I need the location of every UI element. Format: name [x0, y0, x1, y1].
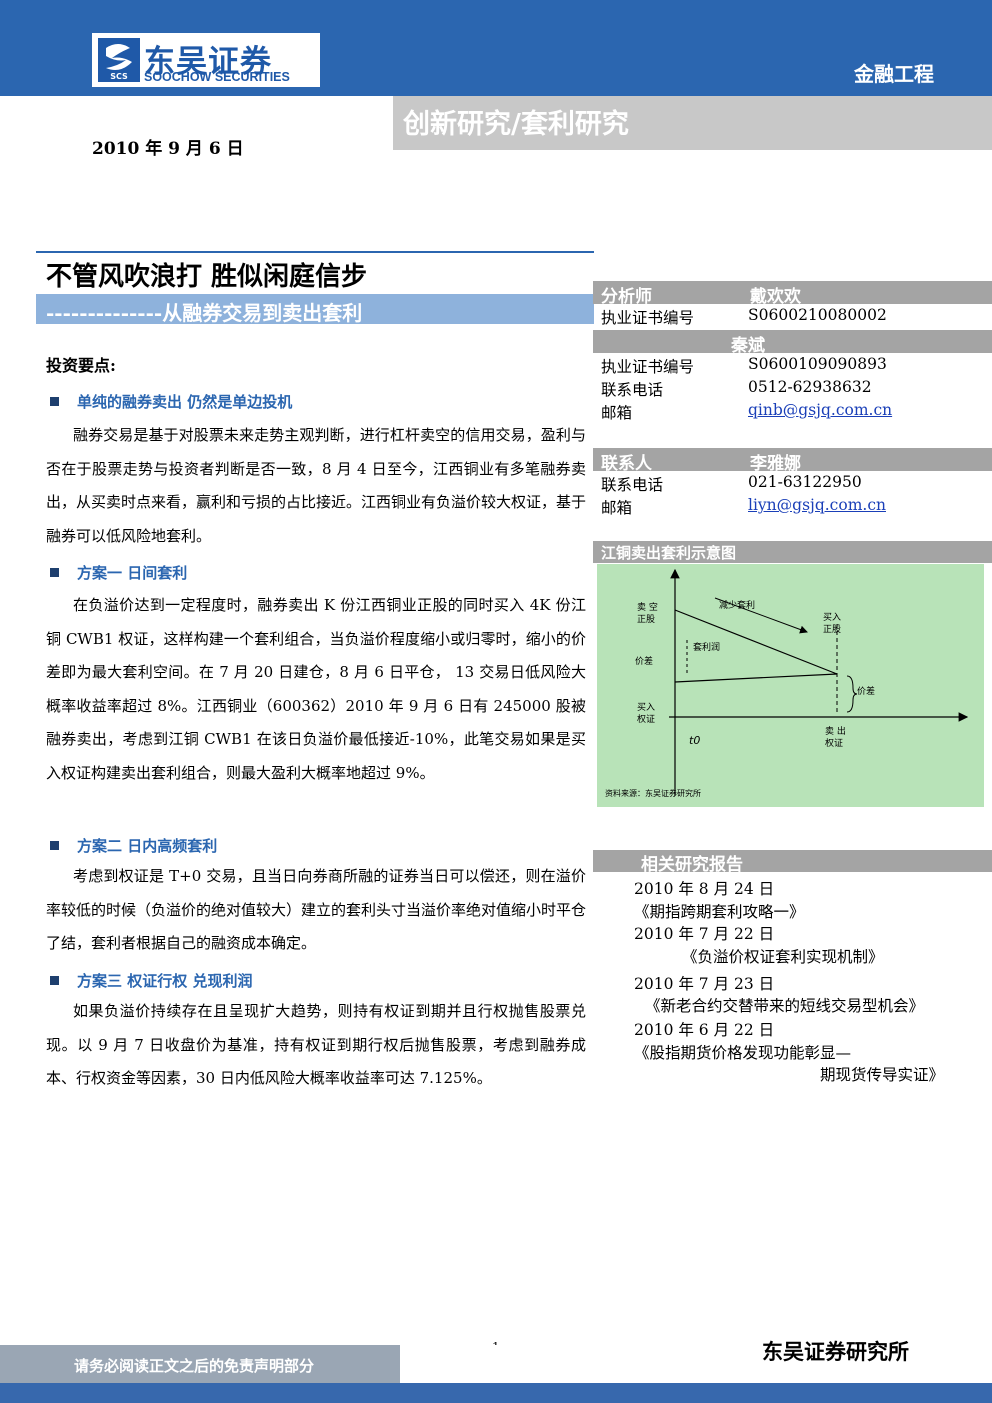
cert-number: S0600210080002: [748, 306, 887, 324]
svg-text:SCS: SCS: [110, 72, 128, 81]
label-sell-stock: 卖 空: [637, 601, 658, 613]
section-heading: 方案一 日间套利: [50, 562, 187, 583]
logo-chinese-name: 东吴证券: [144, 44, 272, 80]
phone-number: 0512-62938632: [748, 378, 872, 396]
section-paragraph: 融券交易是基于对股票未来走势主观判断，进行杠杆卖空的信用交易，盈利与否在于股票走…: [46, 426, 587, 545]
diagram-title: 江铜卖出套利示意图: [601, 544, 737, 562]
cert-label: 执业证书编号: [601, 309, 695, 327]
email-link[interactable]: qinb@gsjq.com.cn: [748, 401, 893, 419]
label-sell-warrant: 卖 出: [825, 725, 846, 737]
investment-points-heading: 投资要点:: [46, 356, 116, 375]
label-buy-stock: 买入: [823, 612, 841, 623]
label-sell-warrant-2: 权证: [825, 737, 843, 749]
spread-brace: [846, 675, 858, 713]
related-reports-header: 相关研究报告: [593, 850, 992, 875]
section-paragraph: 在负溢价达到一定程度时，融券卖出 K 份江西铜业正股的同时买入 4K 份江铜 C…: [46, 596, 586, 782]
bullet-square-icon: [50, 397, 59, 406]
related-date: 2010 年 7 月 23 日: [634, 975, 775, 993]
contact-header: 联系人 李雅娜: [593, 448, 992, 474]
related-title[interactable]: 《期指跨期套利攻略一》: [634, 903, 805, 921]
label-buy-warrant: 买入: [637, 702, 655, 713]
bullet-square-icon: [50, 841, 59, 850]
label-profit: 套利润: [693, 641, 720, 653]
subtitle-bar: --------------从融券交易到卖出套利: [36, 294, 594, 325]
analyst-header: 分析师 戴欢欢: [593, 281, 992, 307]
section-heading: 方案三 权证行权 兑现利润: [50, 970, 252, 991]
phone-label: 联系电话: [601, 476, 664, 494]
report-category: 金融工程: [854, 62, 934, 86]
related-title[interactable]: 《新老合约交替带来的短线交易型机会》: [645, 997, 925, 1015]
related-date: 2010 年 7 月 22 日: [634, 925, 775, 943]
section-paragraph: 如果负溢价持续存在且呈现扩大趋势，则持有权证到期并且行权抛售股票兑现。以 9 月…: [46, 1002, 586, 1087]
stock-line: [674, 609, 838, 675]
analyst-name: 秦斌: [731, 336, 765, 356]
label-buy-warrant-2: 权证: [637, 713, 655, 725]
phone-number: 021-63122950: [748, 473, 862, 491]
bullet-square-icon: [50, 568, 59, 577]
email-label: 邮箱: [601, 499, 633, 517]
related-title[interactable]: 《负溢价权证套利实现机制》: [682, 948, 884, 966]
analyst-label: 分析师: [601, 287, 652, 307]
related-date: 2010 年 8 月 24 日: [634, 880, 775, 898]
contact-label: 联系人: [601, 454, 652, 474]
related-title[interactable]: 《股指期货价格发现功能彰显—: [634, 1044, 852, 1062]
title-divider: [36, 251, 594, 253]
diagram-header: 江铜卖出套利示意图: [593, 541, 992, 563]
bullet-square-icon: [50, 976, 59, 985]
reduce-arrow: [714, 597, 808, 634]
label-spread-right: 价差: [857, 685, 875, 697]
section-heading: 单纯的融券卖出 仍然是单边投机: [50, 391, 292, 412]
warrant-line: [674, 673, 838, 683]
footer-white-area: [400, 1345, 992, 1383]
label-spread-left: 价差: [635, 655, 653, 667]
related-reports-title: 相关研究报告: [641, 855, 743, 875]
topic-banner: 创新研究/套利研究: [393, 96, 992, 150]
cert-label: 执业证书编号: [601, 358, 695, 376]
label-t0: t0: [689, 734, 700, 747]
phone-label: 联系电话: [601, 381, 664, 399]
section-heading: 方案二 日内高频套利: [50, 835, 217, 856]
analyst-name: 戴欢欢: [750, 287, 801, 307]
label-reduce: 减少套利: [719, 599, 755, 611]
logo-emblem-icon: SCS: [98, 38, 140, 82]
contact-name: 李雅娜: [750, 454, 801, 474]
disclaimer-box: 请务必阅读正文之后的免责声明部分: [0, 1345, 400, 1383]
arbitrage-diagram-svg: 卖 空 正股 减少套利 买入 正股 套利润 价差 价差 买入 权证 卖 出 权证…: [605, 568, 969, 798]
company-logo: SCS 东吴证券 SOOCHOW SECURITIES: [92, 33, 320, 87]
footer-bar: 请务必阅读正文之后的免责声明部分: [0, 1345, 992, 1403]
related-title-continued: 期现货传导实证》: [820, 1066, 945, 1084]
email-label: 邮箱: [601, 404, 633, 422]
header-bar: SCS 东吴证券 SOOCHOW SECURITIES 金融工程: [0, 0, 992, 96]
label-buy-stock-2: 正股: [823, 624, 841, 635]
cert-number: S0600109090893: [748, 355, 887, 373]
label-sell-stock-2: 正股: [637, 614, 655, 625]
research-institute-name: 东吴证券研究所: [762, 1339, 909, 1364]
related-date: 2010 年 6 月 22 日: [634, 1021, 775, 1039]
diagram-source: 资料来源：东吴证券研究所: [605, 788, 701, 798]
topic-banner-text: 创新研究/套利研究: [403, 109, 629, 140]
disclaimer-text: 请务必阅读正文之后的免责声明部分: [74, 1357, 315, 1375]
section-paragraph: 考虑到权证是 T+0 交易，且当日向券商所融的证券当日可以偿还，则在溢价率较低的…: [46, 867, 587, 952]
report-title: 不管风吹浪打 胜似闲庭信步: [46, 262, 368, 292]
report-date: 2010 年 9 月 6 日: [92, 139, 244, 159]
report-subtitle: --------------从融券交易到卖出套利: [46, 301, 363, 325]
logo-english-name: SOOCHOW SECURITIES: [144, 70, 290, 84]
arbitrage-diagram: 卖 空 正股 减少套利 买入 正股 套利润 价差 价差 买入 权证 卖 出 权证…: [597, 564, 984, 807]
analyst2-header: 秦斌: [593, 330, 992, 356]
email-link[interactable]: liyn@gsjq.com.cn: [748, 496, 886, 514]
